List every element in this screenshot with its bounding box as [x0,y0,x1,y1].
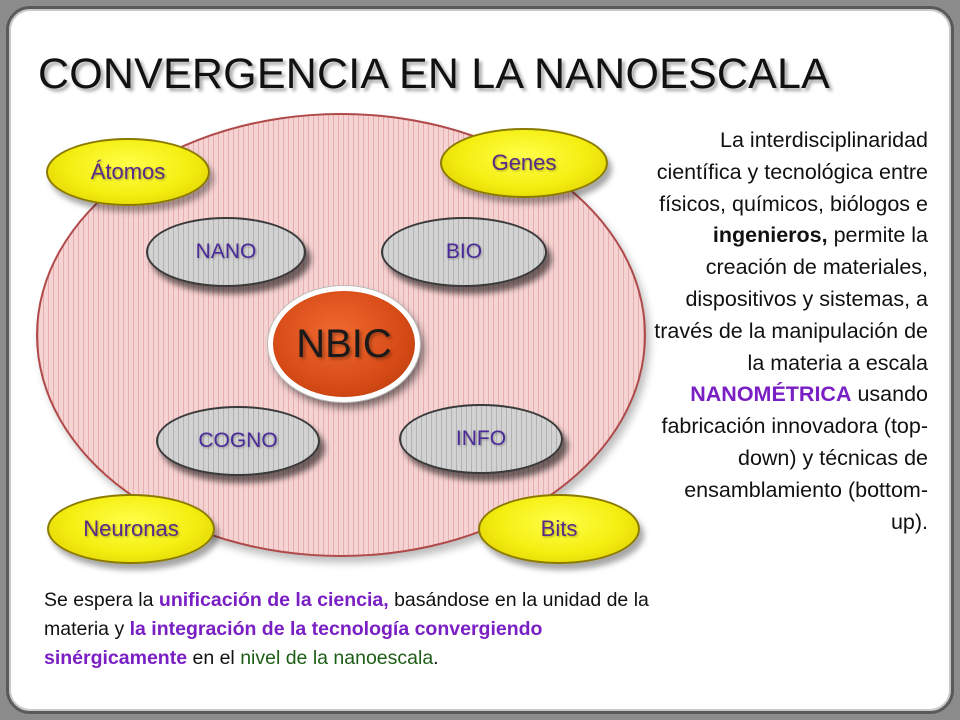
oval-neuronas: Neuronas [47,494,215,564]
oval-info: INFO [399,404,563,474]
expectation-green: nivel de la nanoescala [240,647,434,669]
expectation-text: Se espera la unificación de la ciencia, … [44,586,656,673]
description-part1: La interdisciplinaridad científica y tec… [656,128,928,216]
expectation-part2: basándose en la unidad de la materia y [44,589,649,640]
oval-nbic: NBIC [268,286,420,402]
oval-genes: Genes [440,128,608,198]
expectation-part1: Se espera la [44,589,159,611]
expectation-highlight1: unificación de la ciencia, [158,589,389,611]
oval-nano: NANO [146,217,306,287]
expectation-part4: . [433,647,439,669]
oval-bits: Bits [478,494,640,564]
oval-atomos: Átomos [46,138,210,206]
description-emphasis: ingenieros, [712,223,828,248]
expectation-part3: en el [187,647,241,669]
description-part2: permite la creación de materiales, dispo… [654,223,928,375]
expectation-highlight2: la integración de la tecnología convergi… [44,618,543,669]
slide-title: CONVERGENCIA EN LA NANOESCALA [38,50,830,98]
description-highlight: NANOMÉTRICA [690,382,852,407]
oval-bio: BIO [381,217,547,287]
description-part3: usando fabricación innovadora (top-down)… [661,382,928,534]
oval-cogno: COGNO [156,406,320,476]
description-text: La interdisciplinaridad científica y tec… [648,125,928,538]
